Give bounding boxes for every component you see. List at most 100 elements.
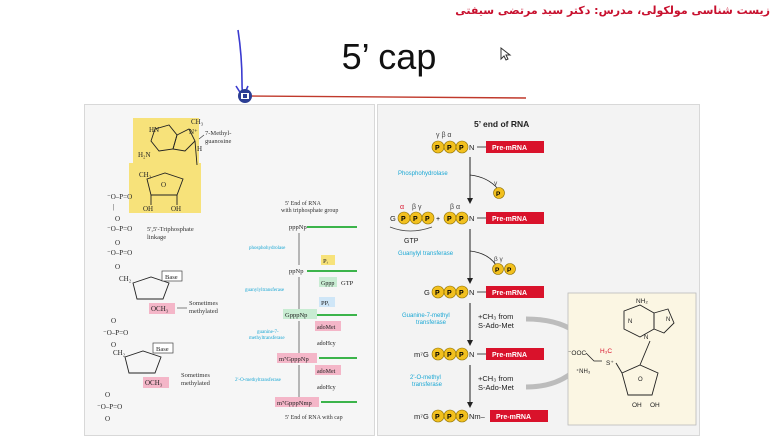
ribose-ring-2 [132, 276, 170, 300]
red-underline [247, 95, 527, 99]
ppi-highlight [319, 297, 335, 307]
svg-text:P: P [435, 145, 440, 152]
svg-text:N: N [644, 335, 648, 341]
slider-handle-icon[interactable] [238, 89, 252, 103]
svg-text:P: P [459, 414, 464, 421]
phosphodiester-2: O ⁻O–P=O O [103, 317, 128, 349]
m7gpppnp-highlight [277, 353, 317, 363]
base-label-1: Base [165, 274, 178, 281]
n-label-1: N [469, 143, 474, 152]
base-box-1 [161, 270, 183, 282]
svg-text:O: O [105, 391, 110, 399]
nh2-label: NH₂ [636, 298, 648, 305]
svg-text:P: P [447, 414, 452, 421]
row4-prefix: m⁷G [414, 350, 429, 359]
svg-text:G: G [390, 214, 396, 223]
svg-text:⁻O–P=O: ⁻O–P=O [107, 193, 132, 201]
svg-text:O: O [105, 415, 110, 423]
enzyme-guanylyl: Guanylyl transferase [398, 251, 454, 257]
svg-text:OH: OH [171, 205, 181, 213]
cursor-icon [500, 46, 512, 61]
flow-pppnp: pppNp [289, 224, 307, 231]
svg-text:P: P [507, 267, 512, 274]
svg-text:O: O [111, 341, 116, 349]
capping-pathway-figure: 5’ end of RNA γ β α P P P N Pre-mRNA Pho… [389, 119, 697, 426]
pi-highlight [321, 255, 335, 265]
svg-text:P: P [435, 414, 440, 421]
svg-text:P: P [425, 216, 430, 223]
ooc-label: ⁻OOC [568, 350, 587, 357]
och3-highlight-2 [143, 377, 169, 388]
sam-ribose [615, 340, 659, 396]
svg-text:CH₂: CH₂ [113, 349, 126, 357]
flow-gppp: Gppp [321, 281, 334, 287]
greek-top: γ β α [436, 132, 451, 139]
big-arrow-1 [525, 316, 576, 334]
pre-mrna-box-5 [490, 410, 548, 422]
pre-mrna-box-4 [486, 348, 544, 360]
row5-phosphates: P P P [431, 409, 469, 423]
svg-text:P: P [447, 352, 452, 359]
flow-gpppnp: GpppNp [285, 312, 307, 319]
pre-mrna-label-3: Pre-mRNA [492, 290, 527, 297]
svg-text:γ: γ [494, 180, 498, 187]
gppp-highlight [319, 277, 337, 287]
sam-structure-box [567, 292, 697, 426]
svg-text:OH: OH [143, 205, 153, 213]
big-arrow-2 [525, 369, 576, 390]
phosphodiester-3: O ⁻O–P=O O [97, 391, 122, 423]
pre-mrna-box-3 [486, 286, 544, 298]
pre-mrna-label-1: Pre-mRNA [492, 145, 527, 152]
slide-title: 5’ cap [341, 36, 437, 77]
svg-text:O: O [161, 181, 166, 189]
sam-oh-1: OH [632, 402, 642, 409]
svg-text:β γ: β γ [412, 204, 422, 211]
flow-ppnp: ppNp [289, 268, 303, 275]
left-figure-panel: HN H₂N CH₃ N⁺ H CH₂ O OH OH 7-Methyl- gu… [84, 104, 375, 436]
gpppnp-highlight [283, 309, 317, 319]
flow-footer: 5' End of RNA with cap [285, 414, 343, 421]
svg-text:P: P [447, 290, 452, 297]
svg-text:⁻O–P=O: ⁻O–P=O [103, 329, 128, 337]
svg-text:H: H [197, 145, 202, 153]
ribose-ring-3 [124, 350, 162, 374]
svg-text:P: P [401, 216, 406, 223]
released-pp-2 [504, 263, 516, 275]
svg-text:P: P [459, 216, 464, 223]
right-figure-panel: 5’ end of RNA γ β α P P P N Pre-mRNA Pho… [377, 104, 700, 436]
flow-pi: Pᵢ [323, 258, 329, 265]
pre-mrna-label-2: Pre-mRNA [492, 216, 527, 223]
guanine-base [150, 124, 198, 166]
svg-text:P: P [413, 216, 418, 223]
pre-mrna-label-5: Pre-mRNA [496, 414, 531, 421]
ribose-highlight [129, 163, 201, 213]
cap-structure-figure: HN H₂N CH₃ N⁺ H CH₂ O OH OH 7-Methyl- gu… [97, 118, 357, 423]
flow-enzyme-guanine-methyl: guanine-7-methyltransferase [249, 330, 285, 341]
flow-m7gpppnp: m⁷GpppNp [279, 356, 309, 363]
flow-enzyme-phosphohydrolase: phosphohydrolase [249, 246, 286, 251]
svg-text:O: O [115, 263, 120, 271]
svg-text:O: O [638, 377, 643, 383]
svg-text:β γ: β γ [494, 256, 504, 263]
methyl-guanosine-label: 7-Methyl- guanosine [205, 130, 233, 145]
adenine-rings [623, 304, 675, 338]
svg-text:S⁺: S⁺ [606, 360, 614, 367]
svg-text:N: N [666, 317, 670, 323]
n-label-4: N [469, 350, 474, 359]
svg-text:HN: HN [149, 126, 159, 134]
flow-ppi: PPᵢ [321, 300, 330, 307]
pre-mrna-box-1 [486, 141, 544, 153]
row5-suffix: Nm– [469, 412, 486, 421]
row4-phosphates: P P P [431, 347, 469, 361]
row5-prefix: m⁷G [414, 412, 429, 421]
svg-text:P: P [435, 352, 440, 359]
flow-adohcy-2: adoHcy [317, 385, 336, 391]
svg-text:N: N [628, 319, 632, 325]
adomet-highlight-2 [315, 365, 341, 375]
svg-text:P: P [496, 191, 501, 198]
